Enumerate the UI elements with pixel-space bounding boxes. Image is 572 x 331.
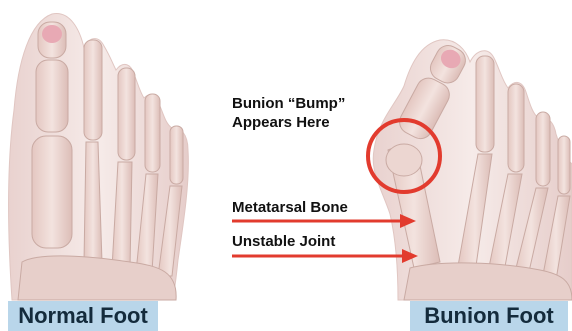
normal-big-toe-phalanx-proximal <box>36 60 68 132</box>
unstable-joint-arrow <box>232 249 418 263</box>
normal-toe2-phalanges <box>84 40 102 140</box>
metatarsal-bone-label: Metatarsal Bone <box>232 199 348 216</box>
normal-toe4-phalanges <box>145 94 160 172</box>
normal-foot-caption: Normal Foot <box>8 301 158 331</box>
normal-first-metatarsal <box>32 136 72 248</box>
bunion-bump-label: Bunion “Bump” Appears Here <box>232 94 345 132</box>
unstable-joint-label: Unstable Joint <box>232 233 335 250</box>
normal-big-toe-nail <box>42 25 62 43</box>
normal-foot-illustration <box>9 13 189 300</box>
bunion-toe2-phalanges <box>476 56 494 152</box>
bunion-toe5-phalanges <box>558 136 570 194</box>
bunion-foot-caption: Bunion Foot <box>410 301 568 331</box>
bunion-joint-head <box>386 144 422 176</box>
bunion-toe3-phalanges <box>508 84 524 172</box>
normal-toe5-phalanges <box>170 126 183 184</box>
bunion-bump-label-line2: Appears Here <box>232 113 345 132</box>
bunion-toe4-phalanges <box>536 112 550 186</box>
metatarsal-arrow <box>232 214 416 228</box>
bunion-bump-label-line1: Bunion “Bump” <box>232 94 345 113</box>
normal-toe3-phalanges <box>118 68 135 160</box>
